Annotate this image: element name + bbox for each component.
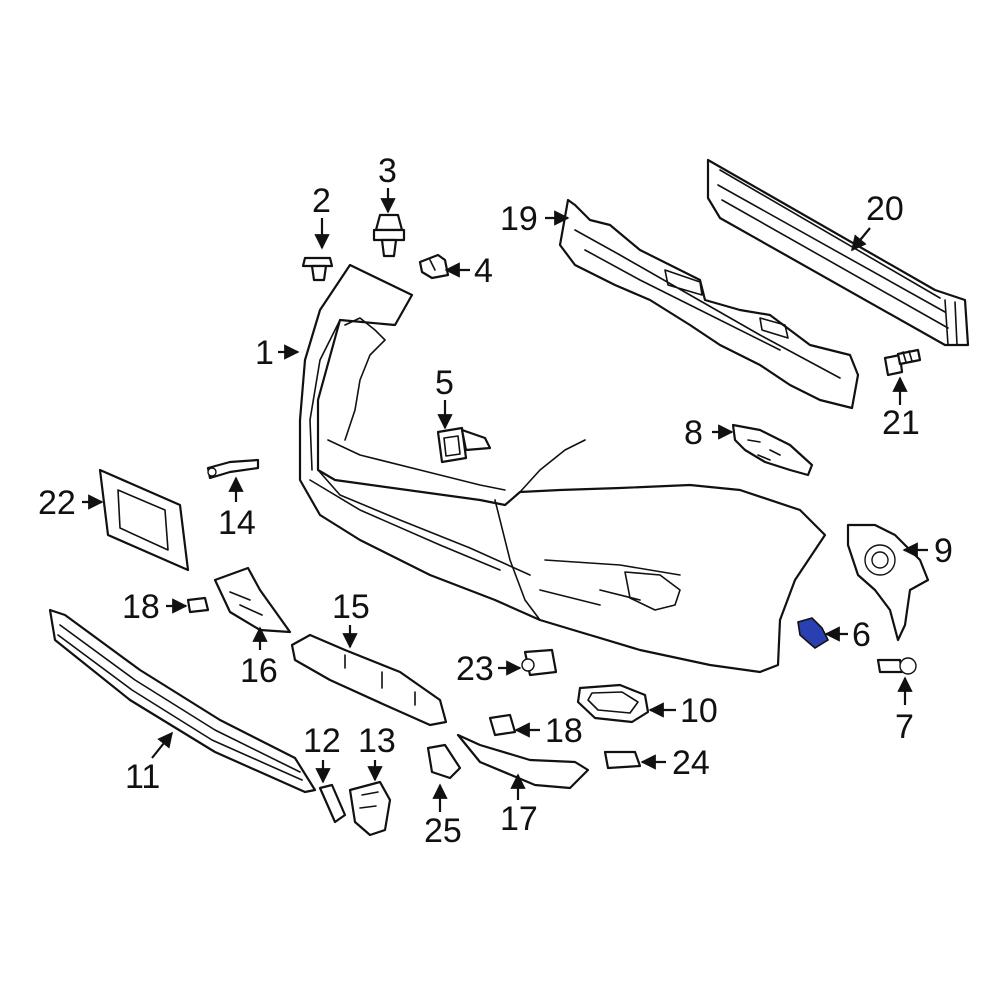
part-16-bracket[interactable]: [213, 566, 292, 634]
part-2-clip[interactable]: [301, 256, 334, 282]
callout-arrows: [82, 188, 928, 812]
callout-9: 9: [934, 532, 953, 570]
part-18b-clip[interactable]: [488, 713, 517, 737]
part-3-fastener[interactable]: [372, 213, 406, 258]
part-12-trim[interactable]: [318, 783, 347, 824]
callout-15: 15: [332, 588, 370, 626]
callout-6: 6: [852, 616, 871, 654]
callout-10: 10: [680, 692, 718, 730]
callout-23: 23: [456, 650, 494, 688]
part-5-retainer[interactable]: [436, 426, 492, 464]
part-22-license-bracket[interactable]: [98, 468, 190, 572]
part-19-absorber[interactable]: [558, 198, 860, 410]
part-23-sensor[interactable]: [521, 648, 558, 677]
callout-11: 11: [125, 758, 160, 796]
part-11-lower-grille[interactable]: [48, 608, 317, 794]
part-21-bolt[interactable]: [883, 348, 922, 377]
callout-21: 21: [882, 404, 920, 442]
callout-25: 25: [424, 812, 462, 850]
callout-8: 8: [684, 414, 703, 452]
callout-20: 20: [866, 190, 904, 228]
part-14-cable[interactable]: [206, 458, 260, 480]
callout-13: 13: [358, 722, 396, 760]
callout-17: 17: [500, 800, 538, 838]
part-8-bracket[interactable]: [731, 423, 814, 477]
part-10-fog-bezel[interactable]: [576, 683, 650, 724]
part-17-lower-trim[interactable]: [456, 733, 590, 790]
callout-5: 5: [435, 364, 454, 402]
part-4-bracket[interactable]: [418, 253, 450, 280]
callout-3: 3: [378, 152, 397, 190]
callout-12: 12: [303, 722, 341, 760]
part-13-bracket[interactable]: [348, 780, 392, 837]
callout-2: 2: [312, 182, 331, 220]
callout-18a: 18: [122, 588, 160, 626]
callout-14: 14: [218, 504, 256, 542]
callout-19: 19: [500, 200, 538, 238]
part-15-lower-absorber[interactable]: [290, 633, 448, 727]
callout-16: 16: [240, 652, 278, 690]
part-20-reinforcement[interactable]: [706, 158, 970, 347]
callout-1: 1: [255, 334, 274, 372]
callout-24: 24: [672, 744, 710, 782]
part-1-bumper-cover[interactable]: [298, 263, 827, 674]
part-18a-clip[interactable]: [186, 596, 210, 614]
part-6-bracket-highlighted[interactable]: [797, 617, 830, 649]
callout-4: 4: [474, 252, 493, 290]
callout-7: 7: [895, 708, 914, 746]
callout-18b: 18: [545, 712, 583, 750]
part-25-connector[interactable]: [426, 743, 462, 780]
callout-22: 22: [38, 484, 76, 522]
part-24-cover[interactable]: [603, 750, 642, 770]
part-7-push-clip[interactable]: [876, 657, 917, 675]
